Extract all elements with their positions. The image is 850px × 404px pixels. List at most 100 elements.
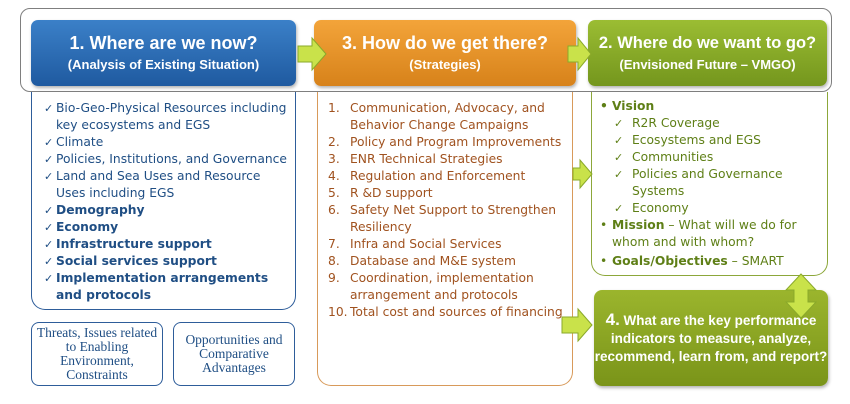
strategy-item: 2. Policy and Program Improvements: [328, 134, 568, 151]
arrow-right-icon: [297, 36, 327, 72]
vision-subitem-text: Ecosystems and EGS: [632, 133, 761, 147]
strategy-text: R &D support: [350, 186, 433, 200]
bullet-icon: •: [600, 99, 608, 113]
threats-box: Threats, Issues related to Enabling Envi…: [31, 322, 163, 386]
strategy-item: 4. Regulation and Enforcement: [328, 168, 568, 185]
opportunities-box: Opportunities and Comparative Advantages: [173, 322, 295, 386]
goals-label: Goals/Objectives: [612, 254, 728, 268]
strategy-text: Communication, Advocacy, and Behavior Ch…: [350, 101, 545, 132]
how-do-we-get-there-box: 3. How do we get there? (Strategies): [314, 20, 576, 86]
strategy-text: ENR Technical Strategies: [350, 152, 503, 166]
opportunities-text: Opportunities and Comparative Advantages: [185, 332, 283, 375]
situation-item-text: Climate: [56, 135, 104, 149]
double-arrow-icon: [784, 273, 818, 319]
checkmark-icon: ✓: [44, 102, 54, 115]
situation-item: ✓Implementation arrangements and protoco…: [44, 270, 291, 304]
arrow-right-icon: [561, 307, 593, 343]
strategy-text: Coordination, implementation arrangement…: [350, 271, 534, 302]
situation-item: ✓Economy: [44, 219, 291, 236]
vision-subitem: ✓ Ecosystems and EGS: [600, 132, 823, 149]
vmgo-panel: • Vision ✓ R2R Coverage ✓ Ecosystems and EG…: [591, 92, 828, 276]
vision-subitem: ✓ Policies and Governance Systems: [600, 166, 823, 200]
where-do-we-want-to-go-box: 2. Where do we want to go? (Envisioned F…: [588, 20, 827, 86]
strategy-item: 3. ENR Technical Strategies: [328, 151, 568, 168]
checkmark-icon: ✓: [44, 238, 54, 251]
checkmark-icon: ✓: [614, 202, 624, 215]
strategy-item: 10.Total cost and sources of financing: [328, 304, 568, 321]
situation-item-text: Policies, Institutions, and Governance: [56, 152, 287, 166]
situation-item: ✓Bio-Geo-Physical Resources including ke…: [44, 100, 291, 134]
situation-item-text: Social services support: [56, 254, 217, 268]
situation-item-text: Implementation arrangements and protocol…: [56, 271, 269, 302]
strategy-item: 6.Safety Net Support to Strengthen Resil…: [328, 202, 568, 236]
strategy-number: 1.: [328, 101, 340, 115]
checkmark-icon: ✓: [44, 204, 54, 217]
vision-label: Vision: [612, 99, 655, 113]
mission-text: – What will we do for whom and with whom…: [612, 218, 797, 249]
strategy-number: 7.: [328, 237, 340, 251]
strategy-number: 2.: [328, 135, 340, 149]
where-are-we-now-subtitle: (Analysis of Existing Situation): [67, 57, 260, 72]
where-are-we-now-box: 1. Where are we now? (Analysis of Existi…: [31, 20, 296, 86]
situation-item: ✓Land and Sea Uses and Resource Uses inc…: [44, 168, 291, 202]
situation-item-text: Infrastructure support: [56, 237, 212, 251]
situation-item: ✓Infrastructure support: [44, 236, 291, 253]
kpi-number: 4.: [605, 309, 620, 329]
strategy-number: 6.: [328, 203, 340, 217]
vision-subitem-text: R2R Coverage: [632, 116, 720, 130]
situation-item-text: Bio-Geo-Physical Resources including key…: [56, 101, 287, 132]
arrow-right-icon: [572, 158, 593, 190]
vision-subitem: ✓ Economy: [600, 200, 823, 217]
checkmark-icon: ✓: [44, 170, 54, 183]
vision-subitems: ✓ R2R Coverage ✓ Ecosystems and EGS ✓ Communi…: [600, 115, 823, 217]
vision-subitem-text: Policies and Governance Systems: [632, 167, 783, 198]
checkmark-icon: ✓: [614, 134, 624, 147]
strategy-number: 5.: [328, 186, 340, 200]
kpi-question: 4. What are the key performance indicato…: [594, 309, 828, 366]
checkmark-icon: ✓: [614, 117, 624, 130]
arrow-right-icon: [567, 36, 592, 72]
situation-item-text: Demography: [56, 203, 145, 217]
situation-panel: ✓Bio-Geo-Physical Resources including ke…: [31, 92, 296, 310]
header-frame: [20, 8, 832, 92]
mission-item: • Mission – What will we do for whom and…: [600, 217, 823, 251]
situation-list: ✓Bio-Geo-Physical Resources including ke…: [32, 92, 295, 304]
where-do-we-want-to-go-subtitle: (Envisioned Future – VMGO): [619, 57, 796, 72]
strategies-panel: 1. Communication, Advocacy, and Behavior …: [317, 92, 573, 386]
strategy-text: Total cost and sources of financing: [350, 305, 563, 319]
strategy-item: 7.Infra and Social Services: [328, 236, 568, 253]
vision-subitem: ✓ R2R Coverage: [600, 115, 823, 132]
checkmark-icon: ✓: [44, 136, 54, 149]
strategy-text: Regulation and Enforcement: [350, 169, 526, 183]
bullet-icon: •: [600, 254, 608, 268]
strategy-text: Policy and Program Improvements: [350, 135, 562, 149]
bullet-icon: •: [600, 218, 608, 232]
checkmark-icon: ✓: [44, 272, 54, 285]
situation-item-text: Economy: [56, 220, 119, 234]
checkmark-icon: ✓: [614, 168, 624, 181]
strategy-number: 4.: [328, 169, 340, 183]
strategy-number: 3.: [328, 152, 340, 166]
situation-item: ✓Policies, Institutions, and Governance: [44, 151, 291, 168]
strategy-number: 8.: [328, 254, 340, 268]
situation-item: ✓Demography: [44, 202, 291, 219]
situation-item: ✓Climate: [44, 134, 291, 151]
kpi-text: What are the key performance indicators …: [594, 312, 828, 364]
strategy-item: 9. Coordination, implementation arrangeme…: [328, 270, 568, 304]
strategy-text: Database and M&E system: [350, 254, 516, 268]
strategy-item: 5. R &D support: [328, 185, 568, 202]
vmgo-list: • Vision ✓ R2R Coverage ✓ Ecosystems and EG…: [592, 92, 827, 270]
kpi-box: 4. What are the key performance indicato…: [594, 290, 828, 386]
vision-subitem: ✓ Communities: [600, 149, 823, 166]
mission-label: Mission: [612, 218, 665, 232]
strategy-number: 9.: [328, 271, 340, 285]
vision-subitem-text: Communities: [632, 150, 714, 164]
how-do-we-get-there-subtitle: (Strategies): [409, 57, 481, 72]
checkmark-icon: ✓: [614, 151, 624, 164]
how-do-we-get-there-title: 3. How do we get there?: [341, 33, 549, 53]
threats-text: Threats, Issues related to Enabling Envi…: [36, 325, 158, 382]
vision-subitem-text: Economy: [632, 201, 689, 215]
vision-item: • Vision: [600, 98, 823, 115]
strategy-number: 10.: [328, 305, 348, 319]
